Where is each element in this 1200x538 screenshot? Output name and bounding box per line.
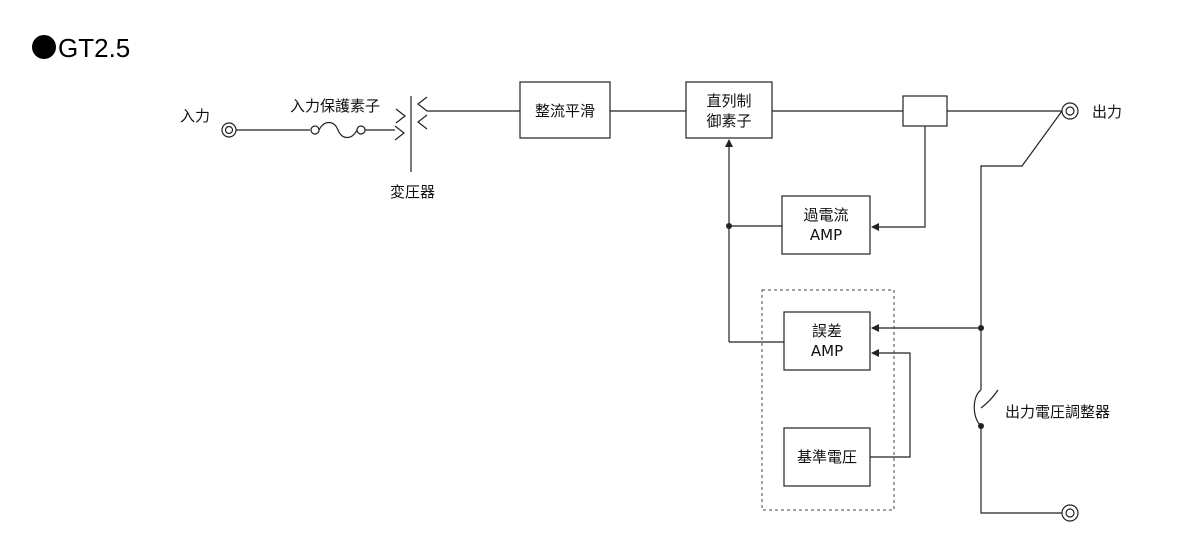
error-amp-label-line2: AMP bbox=[811, 342, 843, 360]
output-label: 出力 bbox=[1092, 103, 1122, 121]
series-control-block: 直列制 御素子 bbox=[685, 81, 773, 139]
potentiometer-icon bbox=[973, 389, 999, 427]
junction-dot bbox=[978, 325, 984, 331]
rectifier-block: 整流平滑 bbox=[519, 81, 611, 139]
series-control-label-line1: 直列制 bbox=[706, 92, 751, 110]
output-terminal-icon bbox=[1061, 102, 1079, 120]
overcurrent-amp-label-line1: 過電流 bbox=[803, 206, 848, 224]
error-amp-block: 誤差 AMP bbox=[783, 311, 871, 371]
input-protection-label: 入力保護素子 bbox=[290, 97, 380, 115]
series-control-label-line2: 御素子 bbox=[706, 112, 751, 130]
reference-voltage-block: 基準電圧 bbox=[783, 427, 871, 487]
control-ic-boundary bbox=[761, 289, 895, 511]
input-terminal-icon bbox=[221, 122, 237, 138]
transformer-label: 変圧器 bbox=[390, 183, 435, 201]
input-label: 入力 bbox=[180, 107, 210, 125]
reference-voltage-label: 基準電圧 bbox=[797, 448, 857, 466]
overcurrent-amp-block: 過電流 AMP bbox=[781, 195, 871, 255]
title-bullet-icon bbox=[32, 35, 56, 59]
error-amp-label-line1: 誤差 bbox=[812, 322, 842, 340]
page-title: GT2.5 bbox=[58, 33, 130, 63]
transformer-icon bbox=[394, 96, 428, 172]
overcurrent-amp-label-line2: AMP bbox=[810, 226, 842, 244]
current-sense-box bbox=[902, 95, 948, 127]
fuse-icon bbox=[310, 121, 366, 139]
ground-terminal-icon bbox=[1061, 504, 1079, 522]
output-voltage-adjuster-label: 出力電圧調整器 bbox=[1005, 403, 1110, 421]
rectifier-label: 整流平滑 bbox=[535, 102, 595, 120]
